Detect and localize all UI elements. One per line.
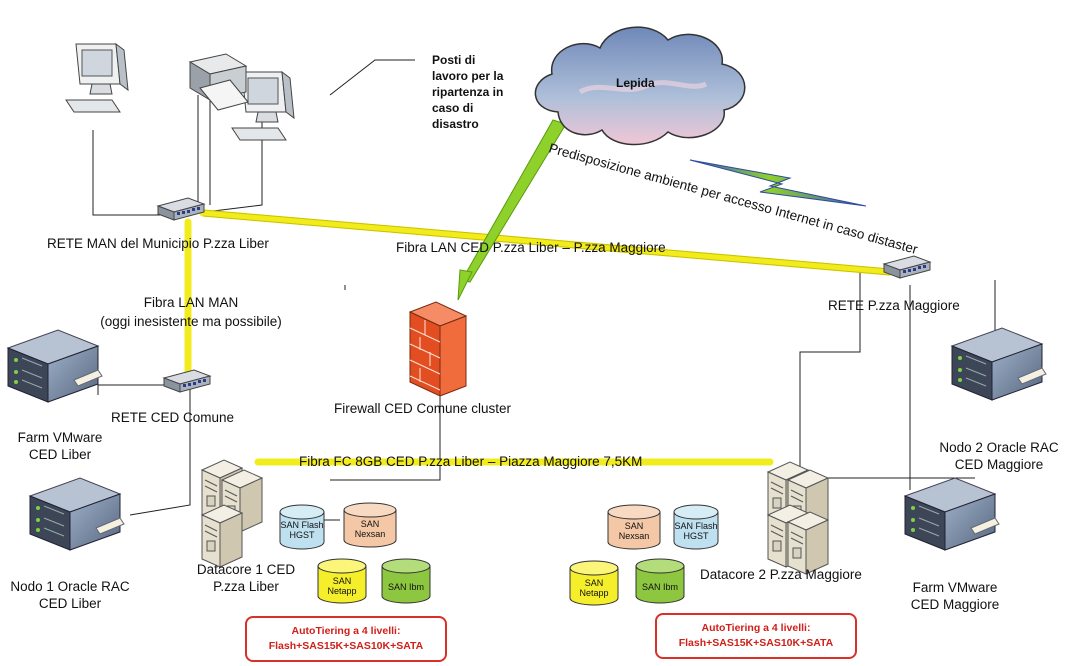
label-line: CED Liber xyxy=(28,447,92,462)
label-line: Netapp xyxy=(327,586,357,596)
label-san-netapp: SAN Netapp xyxy=(570,578,618,598)
label-san-nexsan: SAN Nexsan xyxy=(608,521,660,541)
server-rack-icon xyxy=(7,329,103,403)
label-line: SAN Flash xyxy=(674,521,718,531)
san-netapp-cylinder xyxy=(569,560,619,606)
label-line: HGST xyxy=(289,530,315,540)
label-san-ibm: SAN Ibm xyxy=(387,582,424,592)
label-line: Nodo 2 Oracle RAC xyxy=(939,440,1059,455)
label-san-flash: SAN Flash HGST xyxy=(280,520,324,540)
label-rete-ced-comune: RETE CED Comune xyxy=(111,410,235,425)
san-nexsan-cylinder xyxy=(607,504,661,550)
switch-icon xyxy=(157,197,205,221)
server-rack-icon xyxy=(904,477,1000,551)
label-line: Netapp xyxy=(579,588,609,598)
label-line: Datacore 1 CED xyxy=(196,562,296,577)
label-san-netapp: SAN Netapp xyxy=(318,576,366,596)
autotiering-body: Flash+SAS15K+SAS10K+SATA xyxy=(268,640,424,652)
label-fibra-lan-ced: Fibra LAN CED P.zza Liber – P.zza Maggio… xyxy=(396,240,666,255)
label-san-nexsan: SAN Nexsan xyxy=(344,519,396,539)
label-datacore2: Datacore 2 P.zza Maggiore xyxy=(700,567,862,582)
lepida-cloud-icon xyxy=(534,26,746,146)
label-line: CED Maggiore xyxy=(910,597,1000,612)
label-line: Nodo 1 Oracle RAC xyxy=(10,579,130,594)
label-line: HGST xyxy=(683,531,709,541)
label-line: Nexsan xyxy=(618,531,650,541)
label-farm-maggiore: Farm VMware CED Maggiore xyxy=(890,579,1020,613)
label-posti-line: caso di xyxy=(432,101,474,115)
autotiering-box-left: AutoTiering a 4 livelli: Flash+SAS15K+SA… xyxy=(245,616,447,662)
autotiering-box-right: AutoTiering a 4 livelli: Flash+SAS15K+SA… xyxy=(655,613,857,659)
label-datacore1: Datacore 1 CED P.zza Liber xyxy=(176,561,316,595)
label-line: P.zza Liber xyxy=(213,579,279,594)
label-rete-man: RETE MAN del Municipio P.zza Liber xyxy=(47,236,269,251)
label-firewall: Firewall CED Comune cluster xyxy=(334,401,512,416)
san-flash-cylinder xyxy=(673,504,719,550)
label-san-ibm: SAN Ibm xyxy=(641,582,678,592)
label-fibra-fc: Fibra FC 8GB CED P.zza Liber – Piazza Ma… xyxy=(299,454,643,469)
autotiering-body: Flash+SAS15K+SAS10K+SATA xyxy=(678,637,834,649)
label-lepida: Lepida xyxy=(616,76,655,90)
workstation-icon xyxy=(65,43,129,113)
label-farm-liber: Farm VMware CED Liber xyxy=(0,429,120,463)
label-san-flash: SAN Flash HGST xyxy=(674,521,718,541)
label-line: SAN Flash xyxy=(280,520,324,530)
label-line: SAN xyxy=(584,578,604,588)
label-rete-maggiore: RETE P.zza Maggiore xyxy=(828,298,960,313)
label-fibra-lan-man: Fibra LAN MAN xyxy=(143,295,239,310)
label-posti-line: ripartenza in xyxy=(432,85,504,99)
label-line: SAN xyxy=(332,576,352,586)
label-nodo2: Nodo 2 Oracle RAC CED Maggiore xyxy=(924,439,1074,473)
server-rack-icon xyxy=(951,327,1047,401)
label-oggi-inesistente: (oggi inesistente ma possibile) xyxy=(100,314,282,329)
autotiering-title: AutoTiering a 4 livelli: xyxy=(701,622,811,634)
san-nexsan-cylinder xyxy=(343,502,397,548)
wireless-bolt-icon xyxy=(689,159,867,207)
san-flash-cylinder xyxy=(279,504,325,550)
autotiering-title: AutoTiering a 4 livelli: xyxy=(291,625,401,637)
label-line: SAN xyxy=(624,521,644,531)
connection-lines xyxy=(92,59,996,521)
san-ibm-cylinder xyxy=(381,558,431,604)
datacore-1-icon xyxy=(201,459,263,568)
label-posti-line: lavoro per la xyxy=(432,69,504,83)
printer-icon xyxy=(188,53,249,111)
datacore-2-icon xyxy=(767,461,829,575)
firewall-icon xyxy=(408,301,468,397)
san-cylinders-right xyxy=(569,504,719,606)
san-ibm-cylinder xyxy=(635,558,685,604)
switch-icon xyxy=(883,255,931,279)
label-line: Farm VMware xyxy=(912,580,998,595)
label-line: CED Liber xyxy=(38,596,102,611)
label-line: Farm VMware xyxy=(17,430,103,445)
san-netapp-cylinder xyxy=(317,558,367,604)
san-cylinders-left xyxy=(279,502,431,604)
label-line: Nexsan xyxy=(354,529,386,539)
label-posti-line: disastro xyxy=(432,117,479,131)
server-rack-icon xyxy=(29,477,125,551)
label-nodo1: Nodo 1 Oracle RAC CED Liber xyxy=(0,578,140,612)
label-posti-line: Posti di xyxy=(432,53,476,67)
fiber-links xyxy=(184,209,894,466)
label-line: CED Maggiore xyxy=(954,457,1044,472)
label-posti-lavoro: Posti di lavoro per la ripartenza in cas… xyxy=(432,52,503,132)
switch-icon xyxy=(163,369,211,393)
label-line: SAN xyxy=(360,519,380,529)
